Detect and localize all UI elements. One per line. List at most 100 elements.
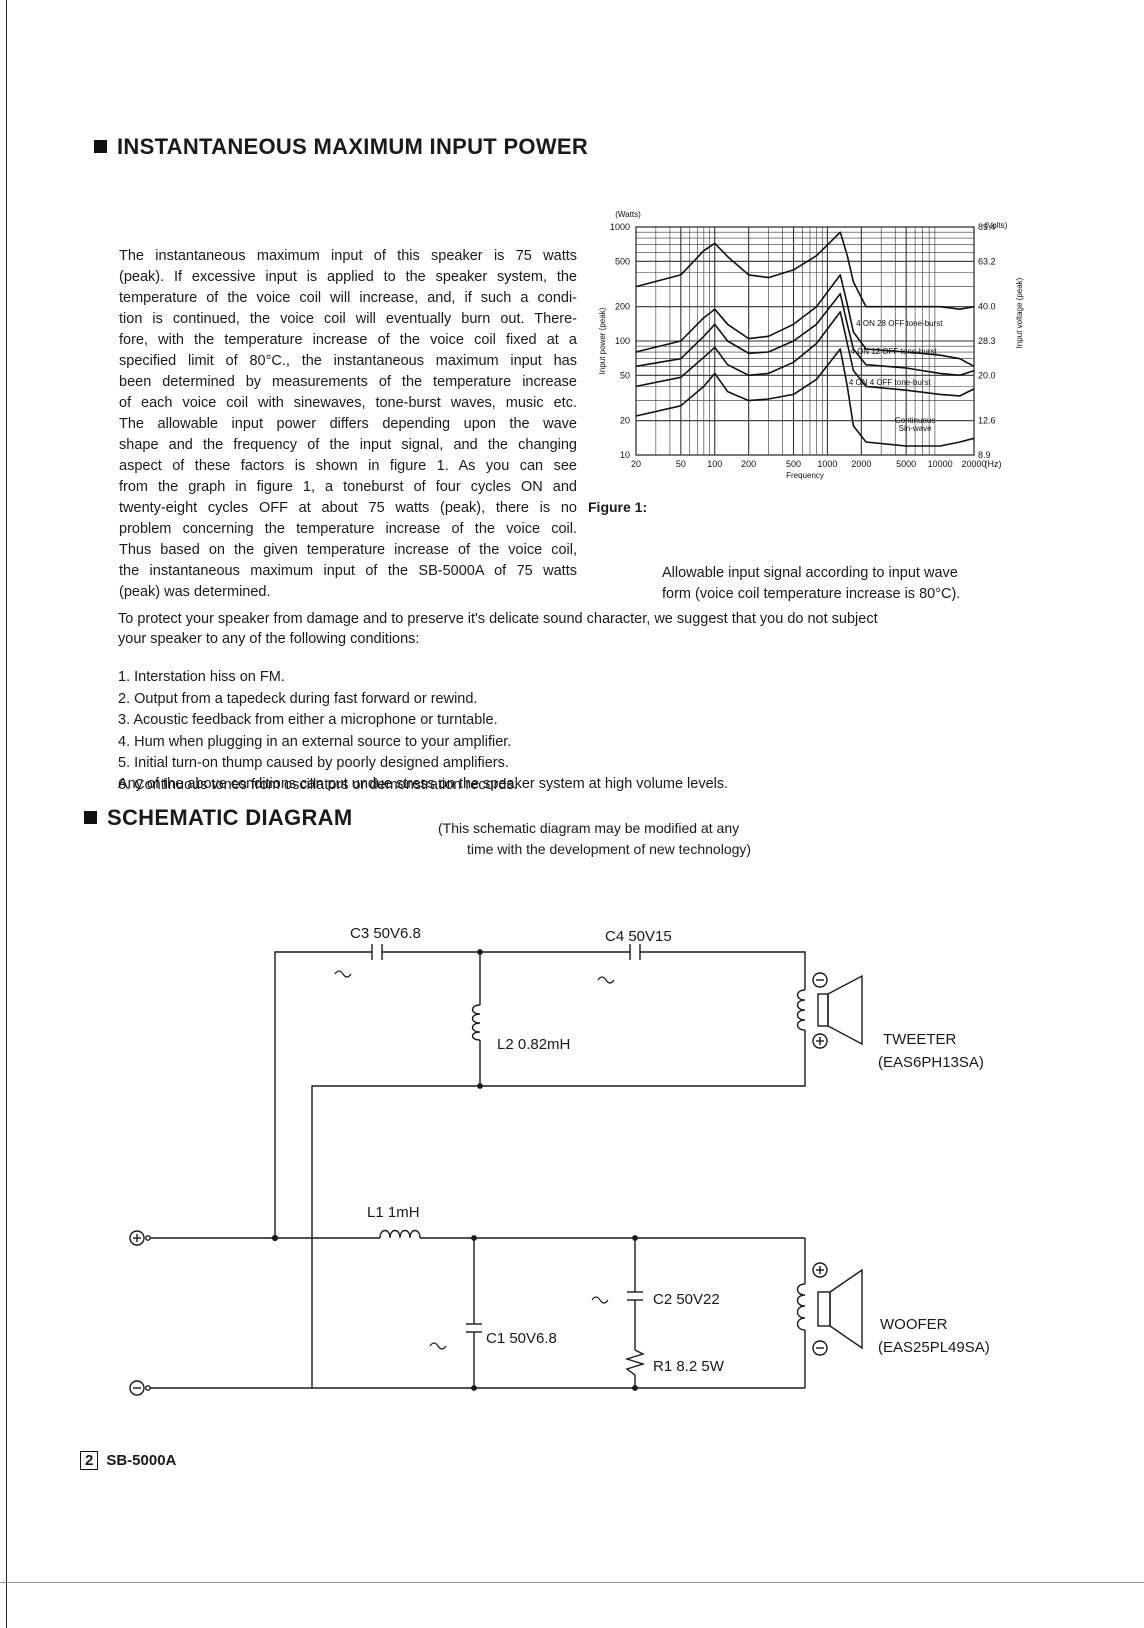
c2-label: C2 50V22 bbox=[653, 1291, 720, 1308]
woofer-network-wires bbox=[150, 1237, 806, 1389]
chart-x-tick-label: 10000 bbox=[928, 459, 953, 469]
r1-resistor-icon bbox=[624, 1349, 646, 1376]
conditions-list: 1. Interstation hiss on FM. 2. Output fro… bbox=[118, 667, 518, 796]
chart-series-label: 4 ON 28 OFF tone-burst bbox=[856, 319, 943, 328]
page-border-bottom bbox=[0, 1582, 1144, 1583]
tweeter-minus-terminal-icon bbox=[812, 972, 828, 988]
woofer-speaker-icon bbox=[817, 1268, 863, 1350]
page-footer: 2 SB-5000A bbox=[80, 1451, 176, 1470]
conditions-footer: Any of the above conditions can put undu… bbox=[118, 776, 729, 792]
tweeter-coil-icon bbox=[796, 989, 806, 1031]
chart-x-axis-label: Frequency bbox=[786, 471, 824, 480]
l2-inductor-icon bbox=[471, 1004, 481, 1041]
c3-capacitor-icon bbox=[371, 944, 383, 960]
chart-y-tick-label: 1000 bbox=[610, 222, 630, 232]
bullet-square-icon bbox=[94, 140, 107, 153]
paragraph-line: (peak). If excessive input is applied to… bbox=[119, 269, 577, 285]
input-plus-terminal-icon bbox=[129, 1230, 151, 1246]
chart-series-label: Sin-wave bbox=[899, 424, 932, 433]
paragraph-line: Thus based on the given temperature incr… bbox=[119, 542, 577, 558]
chart-series-line bbox=[635, 231, 975, 310]
c2-wave-icon bbox=[591, 1296, 609, 1304]
chart-x-tick-label: 1000 bbox=[817, 459, 837, 469]
schematic-section-title: SCHEMATIC DIAGRAM bbox=[84, 805, 352, 831]
paragraph-line: The allowable input power differs depend… bbox=[119, 416, 577, 432]
c3-label: C3 50V6.8 bbox=[350, 925, 421, 942]
tweeter-network-wires bbox=[274, 951, 806, 1388]
page-border-left bbox=[6, 0, 7, 1628]
chart-y-tick-label: 50 bbox=[620, 370, 630, 380]
l2-label: L2 0.82mH bbox=[497, 1036, 570, 1053]
chart-y2-tick-label: 12.6 bbox=[978, 416, 996, 426]
chart-x-tick-label: 200 bbox=[741, 459, 756, 469]
chart-y-unit: (Watts) bbox=[615, 210, 641, 219]
chart-series-line bbox=[635, 274, 975, 368]
chart-y-tick-label: 200 bbox=[615, 302, 630, 312]
c1-wave-icon bbox=[429, 1342, 447, 1350]
woofer-coil-icon bbox=[796, 1283, 806, 1331]
condition-item: 1. Interstation hiss on FM. bbox=[118, 669, 285, 685]
figure-label: Figure 1: bbox=[588, 499, 648, 515]
chart-y-tick-label: 500 bbox=[615, 256, 630, 266]
paragraph-line: fore, with the temperature increase of t… bbox=[119, 332, 577, 348]
chart-x-tick-label: 100 bbox=[707, 459, 722, 469]
figure-caption-line1: Allowable input signal according to inpu… bbox=[662, 565, 958, 581]
tweeter-plus-terminal-icon bbox=[812, 1033, 828, 1049]
chart-x-unit: (Hz) bbox=[985, 459, 1002, 469]
paragraph-line: from the graph in figure 1, a toneburst … bbox=[119, 479, 577, 495]
chart-y2-tick-label: 40.0 bbox=[978, 302, 996, 312]
paragraph-line: twenty-eight cycles OFF at about 75 watt… bbox=[119, 500, 577, 516]
c3-wave-icon bbox=[334, 970, 352, 978]
paragraph-line: shape and the frequency of the input sig… bbox=[119, 437, 577, 453]
chart-x-tick-label: 500 bbox=[786, 459, 801, 469]
chart-x-tick-label: 5000 bbox=[896, 459, 916, 469]
chart-y2-tick-label: 8.9 bbox=[978, 450, 991, 460]
chart-series bbox=[635, 231, 975, 447]
chart-y-tick-label: 10 bbox=[620, 450, 630, 460]
chart-y2-tick-label: 20.0 bbox=[978, 370, 996, 380]
l1-label: L1 1mH bbox=[367, 1204, 420, 1221]
condition-item: 4. Hum when plugging in an external sour… bbox=[118, 733, 512, 750]
c2-capacitor-icon bbox=[627, 1291, 643, 1301]
power-paragraph: The instantaneous maximum input of this … bbox=[119, 246, 577, 603]
protect-line-1: To protect your speaker from damage and … bbox=[118, 611, 878, 627]
c4-wave-icon bbox=[597, 976, 615, 984]
chart-series-line bbox=[635, 348, 975, 447]
schematic-note-line1: (This schematic diagram may be modified … bbox=[438, 820, 740, 836]
protect-line-2: your speaker to any of the following con… bbox=[118, 631, 420, 647]
chart-x-tick-label: 20 bbox=[631, 459, 641, 469]
c1-label: C1 50V6.8 bbox=[486, 1330, 557, 1347]
paragraph-line: been determined by measurements of the t… bbox=[119, 374, 577, 390]
chart-y-axis-label: Input power (peak) bbox=[598, 307, 607, 374]
chart-y2-tick-label: 28.3 bbox=[978, 336, 996, 346]
paragraph-line: the instantaneous maximum input of the S… bbox=[119, 563, 577, 579]
chart-y2-tick-label: 89.4 bbox=[978, 222, 996, 232]
condition-item: 2. Output from a tapedeck during fast fo… bbox=[118, 690, 478, 707]
figure-caption-line2: form (voice coil temperature increase is… bbox=[662, 586, 961, 602]
chart-y-tick-label: 100 bbox=[615, 336, 630, 346]
woofer-model-label: (EAS25PL49SA) bbox=[878, 1339, 990, 1356]
paragraph-line: The instantaneous maximum input of this … bbox=[119, 248, 577, 264]
condition-item: 3. Acoustic feedback from either a micro… bbox=[118, 712, 498, 728]
paragraph-line: tion is continued, the voice coil will e… bbox=[119, 311, 577, 327]
chart-x-tick-label: 2000 bbox=[851, 459, 871, 469]
paragraph-line: problem concerning the temperature incre… bbox=[119, 521, 577, 537]
bullet-square-icon bbox=[84, 811, 97, 824]
chart-series-line bbox=[635, 311, 975, 397]
tweeter-speaker-icon bbox=[817, 974, 863, 1046]
condition-item: 6. Continuous tones from oscillators or … bbox=[118, 776, 518, 793]
paragraph-line: temperature of the voice coil will incre… bbox=[119, 290, 577, 306]
tweeter-model-label: (EAS6PH13SA) bbox=[878, 1054, 984, 1071]
chart-series-line bbox=[635, 292, 975, 377]
paragraph-line: specified limit of 80°C., the instantane… bbox=[119, 353, 577, 369]
chart-series-label: 4 ON 4 OFF tone-burst bbox=[849, 378, 932, 387]
page-number: 2 bbox=[80, 1451, 99, 1470]
c4-label: C4 50V15 bbox=[605, 928, 672, 945]
schematic-diagram: C3 50V6.8 C4 50V15 L2 0.82mH L1 1mH C1 5… bbox=[129, 925, 990, 1396]
model-name: SB-5000A bbox=[106, 1452, 177, 1469]
paragraph-line: (peak) was determined. bbox=[119, 584, 271, 600]
tweeter-label: TWEETER bbox=[883, 1031, 956, 1048]
power-section-title: INSTANTANEOUS MAXIMUM INPUT POWER bbox=[94, 134, 588, 160]
